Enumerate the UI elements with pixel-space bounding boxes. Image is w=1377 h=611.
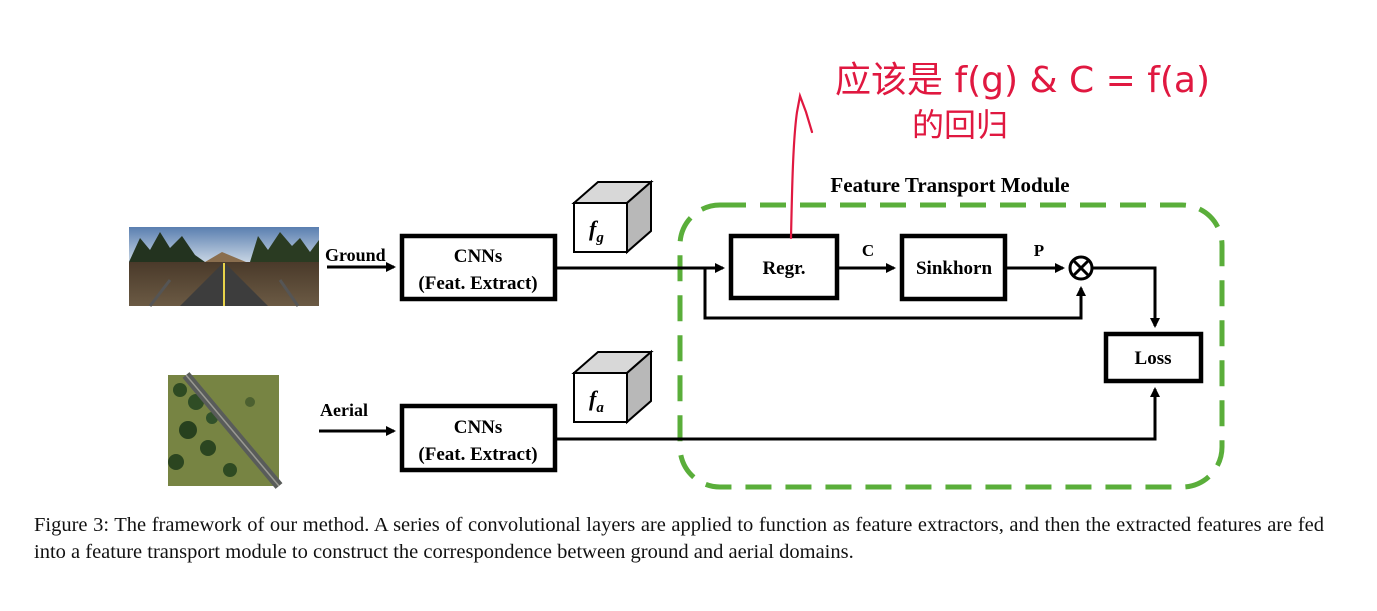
cnn-block-ground-title: CNNs [454,246,503,267]
aerial-image [168,372,283,489]
cnn-block-aerial-subtitle: (Feat. Extract) [418,444,537,465]
sinkhorn-label: Sinkhorn [916,258,992,279]
ground-panorama-image [129,227,319,307]
edge-skip-to-multiply [703,268,1086,320]
multiply-operator-icon [1068,255,1094,281]
regr-block [728,233,840,301]
cnn-block-ground-subtitle: (Feat. Extract) [418,273,537,294]
feature-cube-fg: fg [571,179,654,255]
svg-text:fa: fa [589,386,604,416]
fg-sub: g [595,230,604,246]
fa-sub: a [596,400,604,416]
aerial-label: Aerial [320,400,368,420]
handwritten-note-line1: 应该是 f(g) & C = f(a) [835,60,1210,101]
cnn-block-ground [399,233,558,302]
edge-label-p: P [1034,241,1044,260]
edge-aerial-cnn-to-loss [555,387,1160,441]
cnn-block-aerial [399,403,558,473]
module-title: Feature Transport Module [830,173,1069,197]
fa-base: f [589,386,599,411]
loss-block [1103,331,1204,384]
ground-label: Ground [325,245,386,265]
handwritten-annotation: 应该是 f(g) & C = f(a) 的回归 [789,60,1210,240]
handwritten-note-line2: 的回归 [912,106,1008,144]
svg-text:fg: fg [589,216,604,246]
cnn-block-aerial-title: CNNs [454,417,503,438]
feature-cube-fa: fa [571,349,654,425]
figure-caption: Figure 3: The framework of our method. A… [34,514,1324,563]
fg-base: f [589,216,599,241]
regr-label: Regr. [762,258,805,279]
loss-label: Loss [1135,348,1172,369]
feature-transport-module-region [677,202,1225,490]
edge-label-c: C [862,241,874,260]
edge-multiply-to-loss [1092,266,1160,328]
